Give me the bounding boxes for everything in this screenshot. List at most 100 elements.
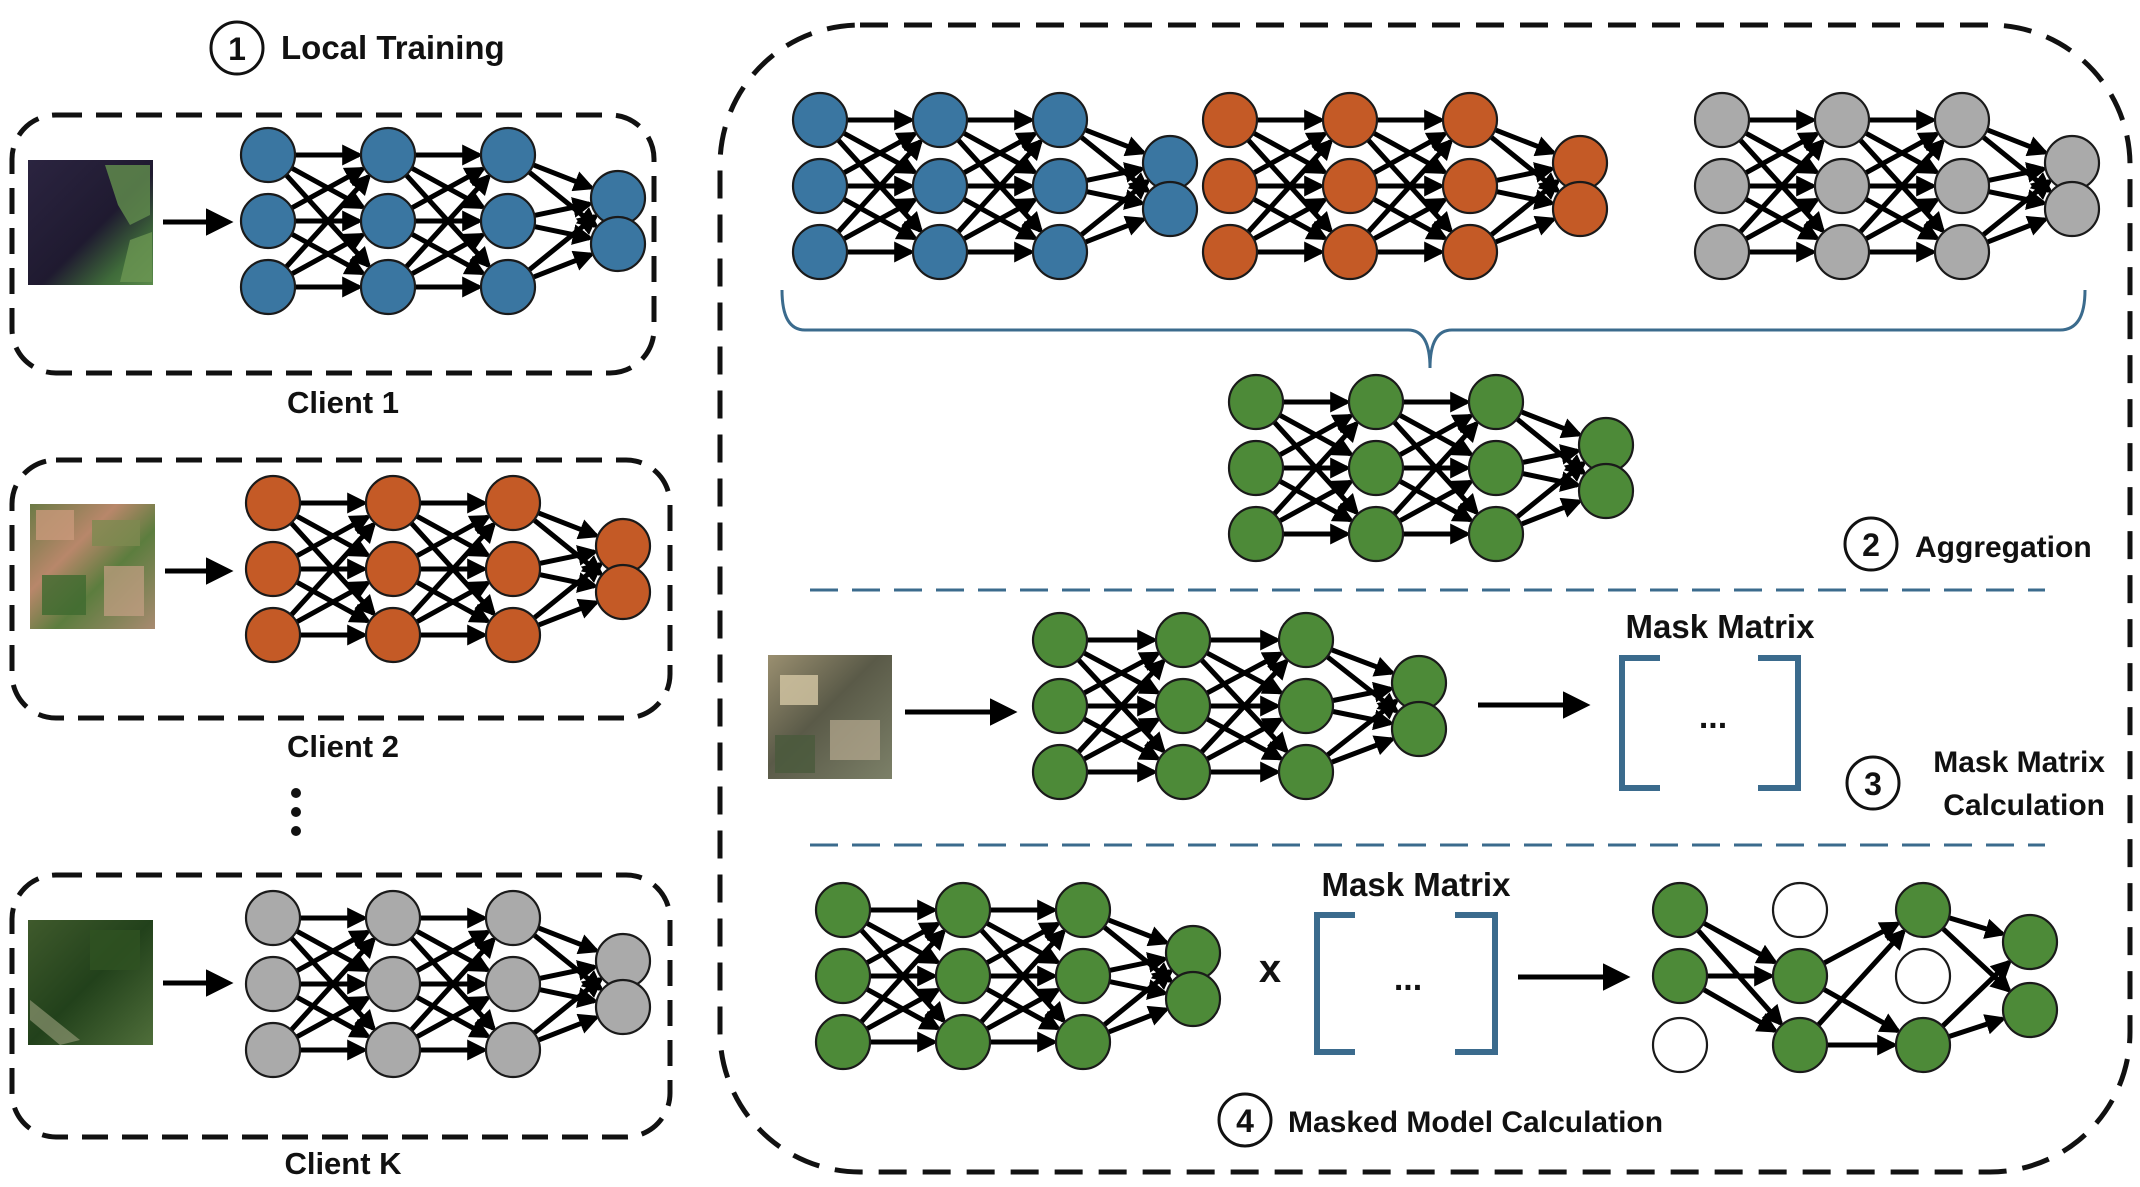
step-4-badge [1217,1092,1273,1148]
network-edge [1107,1005,1170,1035]
network-edge [1947,1014,2007,1039]
network-node [1054,881,1112,939]
mask-matrix-1 [1619,655,1801,791]
network-node [1164,970,1222,1028]
network-edge [537,1013,600,1043]
client-k-label: Client K [284,1146,402,1181]
network-node [1347,439,1405,497]
network-node [1031,677,1089,735]
network-node [1054,1013,1112,1071]
network-node [364,889,422,947]
client-1-network [239,126,647,316]
masked-result-model-nodes [1651,881,2059,1074]
network-node [484,1021,542,1079]
network-node [484,955,542,1013]
mask-matrix-2 [1314,912,1498,1055]
server-region-box [717,22,2133,1175]
network-edge [537,598,600,628]
network-node [1227,373,1285,431]
network-node [1347,505,1405,563]
network-edge [1822,921,1902,966]
network-node [239,126,297,184]
network-edge [1941,926,2012,994]
network-node [911,157,969,215]
network-layer [239,91,2101,1079]
client-k-network-nodes [244,889,652,1079]
satellite-image-test [768,655,892,779]
network-edge [1521,471,1582,492]
network-edge [1079,178,1151,237]
network-node [1154,743,1212,801]
network-edge [1085,162,1146,183]
network-node [791,91,849,149]
network-node [1813,157,1871,215]
network-edge [1392,420,1480,516]
network-edge [1084,127,1147,157]
network-edge [284,173,372,269]
step-3-number: 3 [1864,766,1882,802]
network-node [479,258,537,316]
network-edge [1205,717,1285,762]
step-2-number: 2 [1862,527,1880,563]
network-edge [1495,162,1556,183]
network-node [1201,223,1259,281]
network-edge [962,197,1039,242]
network-edge [985,987,1062,1032]
step-2-label: Aggregation [1915,531,2092,564]
network-node-masked [1651,1016,1709,1074]
network-edge [1331,681,1395,704]
aggregated-global-model-nodes [1227,373,1635,563]
step-4-number: 4 [1236,1103,1254,1139]
network-node [364,540,422,598]
satellite-image-client-2 [30,504,155,629]
satellite-image-client-k [28,920,153,1045]
network-edge [415,995,492,1040]
network-edge [538,572,599,593]
mask-matrix-2-ellipsis: ... [1394,960,1422,998]
server-model-gray-edges [1738,109,2053,263]
network-node [791,223,849,281]
server-model-blue-edges [836,109,1151,263]
network-edge [1366,138,1454,234]
network-edge [295,580,372,625]
network-edge [537,510,600,540]
network-node [2043,180,2101,238]
network-edge [1702,987,1779,1033]
network-edge [1521,444,1582,465]
network-node [1154,677,1212,735]
network-edge [836,138,924,234]
network-edge [538,960,599,981]
network-node [359,126,417,184]
client-2-network [244,474,652,664]
client-1-box [9,112,657,376]
step-3-label-line2: Calculation [1943,789,2105,822]
network-node [479,192,537,250]
network-node [1813,223,1871,281]
network-node [1813,91,1871,149]
step-3-badge [1845,755,1901,811]
network-edge [1702,920,1779,965]
network-node [1693,157,1751,215]
network-node [1651,947,1709,1005]
network-node [484,606,542,664]
network-edge [1108,979,1169,1000]
network-node [1467,505,1525,563]
network-node [364,606,422,664]
server-model-orange-edges [1246,109,1561,263]
network-edge [527,213,599,272]
network-node [1154,611,1212,669]
network-edge [1987,162,2048,183]
network-node [1467,439,1525,497]
network-node [479,126,537,184]
network-edge [1858,138,1946,234]
network-edge [1325,654,1400,714]
aggregated-global-model [1227,373,1635,563]
network-edge [1948,915,2007,939]
network-node [1933,223,1991,281]
step-3-label-line1: Mask Matrix [1933,746,2105,779]
step-1-number: 1 [228,31,246,67]
aggregated-global-model-edges [1272,391,1587,545]
network-edge [956,138,1044,234]
network-edge [1330,735,1396,765]
